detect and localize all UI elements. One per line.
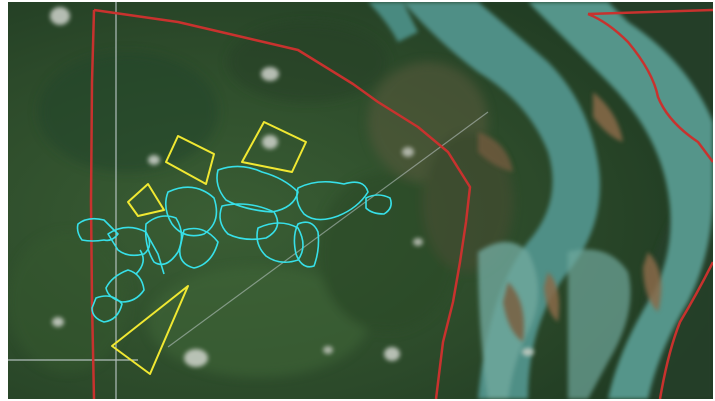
boundary-west-block [93,8,472,399]
survey-plot-2[interactable] [241,121,307,173]
survey-plot-1[interactable] [165,135,215,185]
cluster-link-2 [135,249,144,275]
cluster-east-3 [365,194,392,215]
cluster-south-1 [105,269,145,303]
cluster-east-2 [293,221,320,268]
cluster-center-4 [216,165,299,213]
boundary-east-block [587,8,713,16]
boundary-west-edge [89,9,96,399]
survey-plot-3[interactable] [127,183,165,217]
cluster-center-3 [178,227,219,269]
map-view[interactable] [8,2,713,399]
survey-plots[interactable] [111,121,307,375]
clouds [50,7,534,367]
cluster-west-2 [107,226,151,257]
gridline-diagonal [167,111,489,348]
cluster-center-5 [219,203,279,241]
cluster-center-2 [164,186,218,237]
deforestation-clusters[interactable] [76,165,392,323]
cluster-east-1 [296,180,369,221]
cluster-south-2 [91,295,123,323]
reference-gridlines [8,2,489,399]
sandbanks [478,92,662,342]
boundary-east-edge [587,12,713,163]
boundary-southeast-edge [658,261,713,399]
cluster-center-1 [144,215,183,266]
survey-plot-4[interactable] [111,285,189,375]
cluster-link-1 [147,235,165,275]
satellite-map[interactable] [8,2,713,399]
concession-boundary[interactable] [89,8,713,399]
